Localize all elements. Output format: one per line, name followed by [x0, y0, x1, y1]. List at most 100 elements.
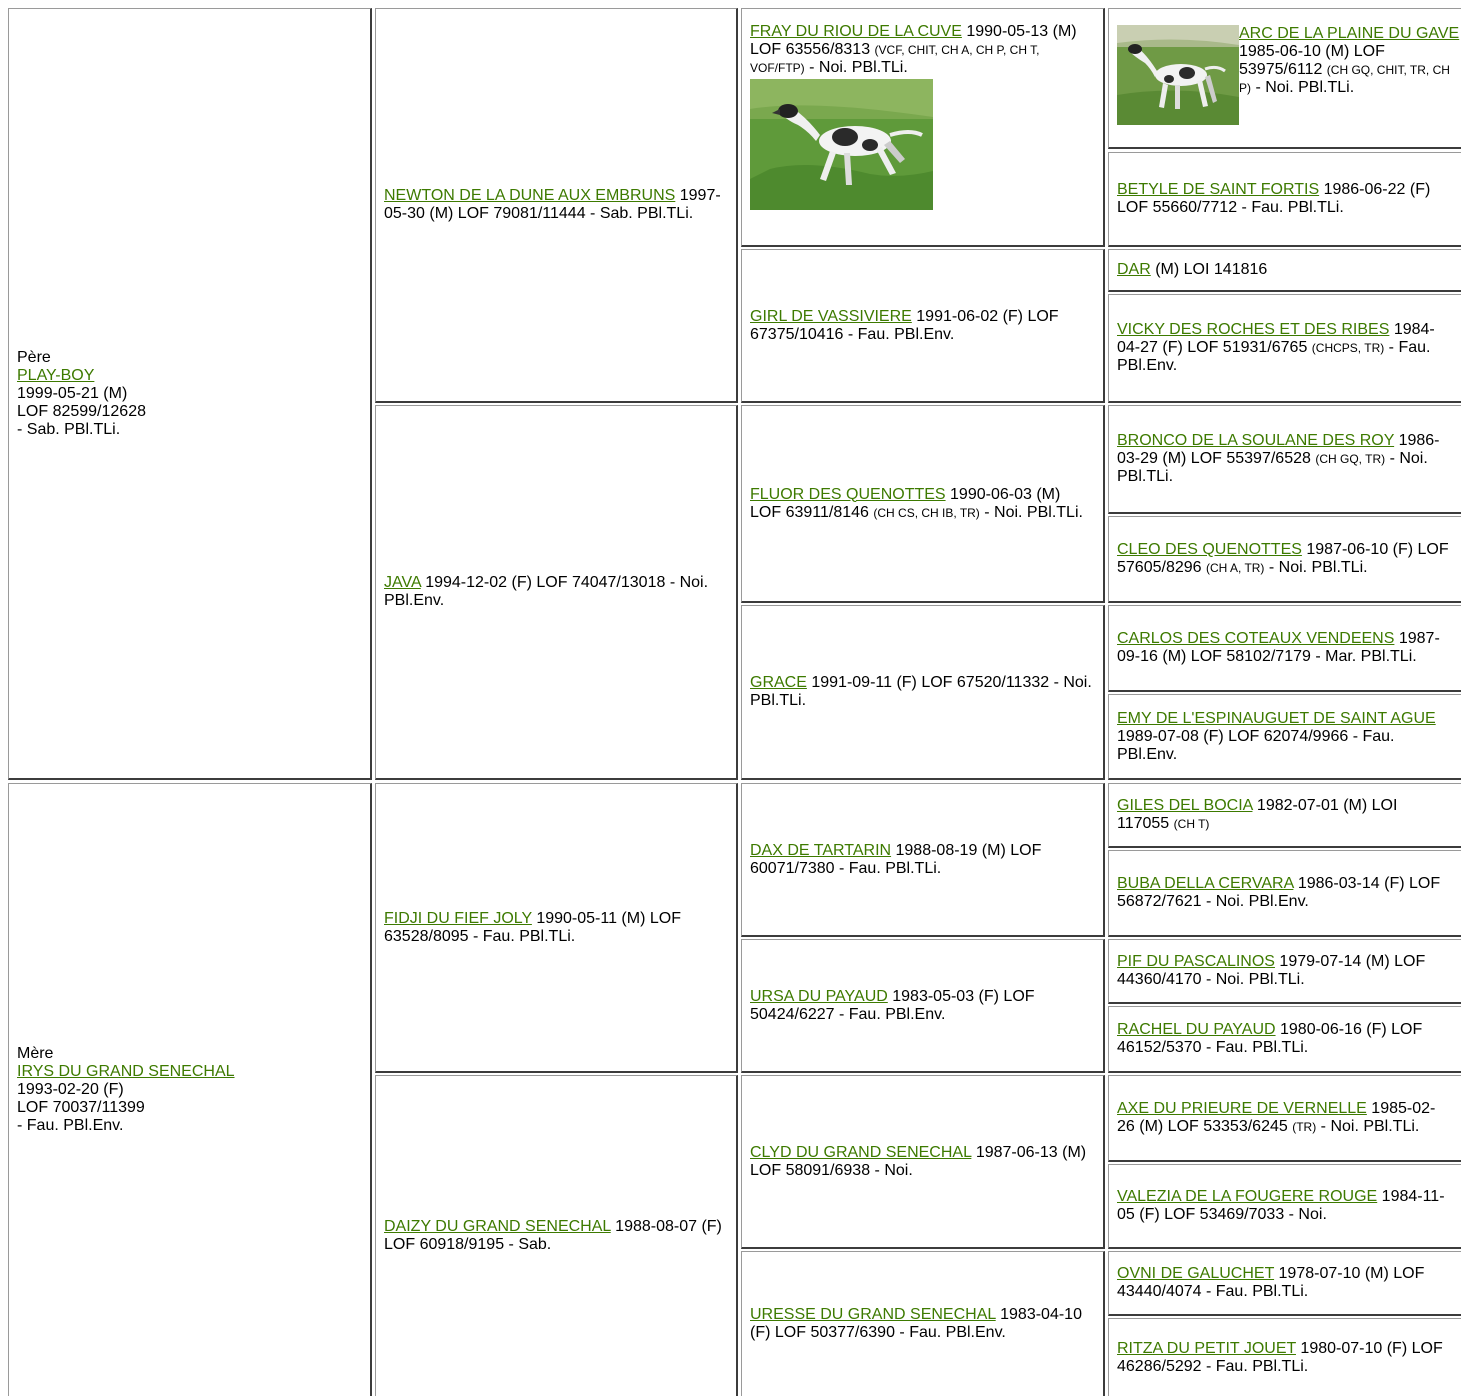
gen4-tail: - Noi. PBl.TLi.: [1264, 559, 1368, 576]
gen4-info: 1986-06-22 (F) LOF 55660/7712 - Fau. PBl…: [1117, 181, 1431, 216]
gen3-cell: CLYD DU GRAND SENECHAL 1987-06-13 (M) LO…: [741, 1075, 1105, 1249]
father-role: Père: [17, 348, 51, 366]
gen4-info: 1989-07-08 (F) LOF 62074/9966 - Fau. PBl…: [1117, 727, 1395, 763]
gen3-cell: FRAY DU RIOU DE LA CUVE 1990-05-13 (M) L…: [741, 8, 1105, 247]
gen2-link[interactable]: JAVA: [384, 574, 421, 591]
gen2-info: 1997-05-30 (M) LOF 79081/11444 - Sab. PB…: [384, 187, 721, 222]
dog-photo: [1117, 25, 1239, 125]
gen3-link[interactable]: FRAY DU RIOU DE LA CUVE: [750, 23, 962, 40]
gen4-link[interactable]: CARLOS DES COTEAUX VENDEENS: [1117, 630, 1395, 647]
gen3-tail: - Noi. PBl.TLi.: [804, 59, 908, 76]
gen4-cell: OVNI DE GALUCHET 1978-07-10 (M) LOF 4344…: [1108, 1251, 1461, 1316]
mother-color: - Fau. PBl.Env.: [17, 1117, 124, 1134]
gen3-cell: URSA DU PAYAUD 1983-05-03 (F) LOF 50424/…: [741, 939, 1105, 1073]
mother-lof: LOF 70037/11399: [17, 1099, 145, 1116]
gen4-info: 1986-03-14 (F) LOF 56872/7621 - Noi. PBl…: [1117, 875, 1441, 910]
gen4-info: 1982-07-01 (M) LOI 117055: [1117, 797, 1398, 832]
gen2-info: 1988-08-07 (F) LOF 60918/9195 - Sab.: [384, 1218, 722, 1253]
gen3-link[interactable]: URSA DU PAYAUD: [750, 987, 888, 1005]
gen4-link[interactable]: PIF DU PASCALINOS: [1117, 953, 1275, 970]
gen4-link[interactable]: VALEZIA DE LA FOUGERE ROUGE: [1117, 1188, 1378, 1205]
gen4-tail: - Noi. PBl.TLi.: [1251, 79, 1355, 96]
gen4-link[interactable]: BRONCO DE LA SOULANE DES ROY: [1117, 432, 1395, 449]
gen2-cell: JAVA 1994-12-02 (F) LOF 74047/13018 - No…: [375, 405, 738, 780]
mother-role: Mère: [17, 1045, 54, 1062]
gen3-link[interactable]: CLYD DU GRAND SENECHAL: [750, 1143, 972, 1161]
gen4-info: 1978-07-10 (M) LOF 43440/4074 - Fau. PBl…: [1117, 1265, 1425, 1300]
gen3-cell: URESSE DU GRAND SENECHAL 1983-04-10 (F) …: [741, 1251, 1105, 1396]
gen4-info: 1980-07-10 (F) LOF 46286/5292 - Fau. PBl…: [1117, 1339, 1443, 1375]
father-link[interactable]: PLAY-BOY: [17, 366, 95, 384]
father-color: - Sab. PBl.TLi.: [17, 420, 121, 438]
gen3-link[interactable]: GIRL DE VASSIVIERE: [750, 307, 912, 325]
gen2-info: 1994-12-02 (F) LOF 74047/13018 - Noi. PB…: [384, 574, 709, 609]
gen3-cell: GRACE 1991-09-11 (F) LOF 67520/11332 - N…: [741, 605, 1105, 780]
gen4-info: 1987-06-10 (F) LOF 57605/8296: [1117, 541, 1449, 576]
gen4-titles: (CH GQ, CHIT, TR, CH P): [1239, 63, 1450, 95]
mother-link[interactable]: IRYS DU GRAND SENECHAL: [17, 1063, 235, 1080]
gen3-link[interactable]: URESSE DU GRAND SENECHAL: [750, 1306, 996, 1323]
gen4-cell: AXE DU PRIEURE DE VERNELLE 1985-02-26 (M…: [1108, 1075, 1461, 1162]
gen4-cell: RACHEL DU PAYAUD 1980-06-16 (F) LOF 4615…: [1108, 1006, 1461, 1073]
gen4-info: 1980-06-16 (F) LOF 46152/5370 - Fau. PBl…: [1117, 1021, 1423, 1056]
gen2-cell: FIDJI DU FIEF JOLY 1990-05-11 (M) LOF 63…: [375, 783, 738, 1073]
gen3-titles: (CH CS, CH IB, TR): [873, 505, 980, 520]
gen4-cell: GILES DEL BOCIA 1982-07-01 (M) LOI 11705…: [1108, 783, 1461, 848]
gen4-link[interactable]: RITZA DU PETIT JOUET: [1117, 1339, 1296, 1357]
gen3-info: 1988-08-19 (M) LOF 60071/7380 - Fau. PBl…: [750, 841, 1042, 877]
gen4-link[interactable]: BUBA DELLA CERVARA: [1117, 875, 1294, 892]
father-born: 1999-05-21 (M): [17, 384, 128, 402]
gen3-cell: FLUOR DES QUENOTTES 1990-06-03 (M) LOF 6…: [741, 405, 1105, 603]
gen2-link[interactable]: NEWTON DE LA DUNE AUX EMBRUNS: [384, 187, 676, 204]
gen4-info: (M) LOI 141816: [1150, 261, 1268, 278]
gen3-info: 1987-06-13 (M) LOF 58091/6938 - Noi.: [750, 1143, 1087, 1179]
gen4-link[interactable]: DAR: [1117, 261, 1151, 278]
gen4-tail: - Noi. PBl.TLi.: [1316, 1118, 1420, 1135]
gen4-link[interactable]: CLEO DES QUENOTTES: [1117, 541, 1302, 558]
dog-photo: [750, 79, 933, 210]
gen2-info: 1990-05-11 (M) LOF 63528/8095 - Fau. PBl…: [384, 909, 681, 945]
gen3-info: 1983-05-03 (F) LOF 50424/6227 - Fau. PBl…: [750, 987, 1035, 1023]
gen4-link[interactable]: AXE DU PRIEURE DE VERNELLE: [1117, 1100, 1367, 1117]
gen3-info: 1991-06-02 (F) LOF 67375/10416 - Fau. PB…: [750, 307, 1059, 343]
gen4-cell: EMY DE L'ESPINAUGUET DE SAINT AGUE 1989-…: [1108, 694, 1461, 780]
gen3-info: 1990-05-13 (M) LOF 63556/8313: [750, 23, 1077, 58]
gen4-link[interactable]: RACHEL DU PAYAUD: [1117, 1021, 1276, 1038]
mother-cell: Mère IRYS DU GRAND SENECHAL 1993-02-20 (…: [8, 783, 372, 1396]
gen4-info: 1985-02-26 (M) LOF 53353/6245: [1117, 1100, 1436, 1135]
gen4-tail: - Noi. PBl.TLi.: [1117, 450, 1428, 485]
gen4-cell: BUBA DELLA CERVARA 1986-03-14 (F) LOF 56…: [1108, 850, 1461, 937]
gen4-link[interactable]: ARC DE LA PLAINE DU GAVE: [1239, 25, 1460, 42]
gen4-info: 1984-04-27 (F) LOF 51931/6765: [1117, 321, 1435, 356]
gen4-titles: (CH A, TR): [1205, 561, 1265, 575]
gen4-cell: VICKY DES ROCHES ET DES RIBES 1984-04-27…: [1108, 294, 1461, 403]
gen3-link[interactable]: GRACE: [750, 674, 807, 691]
gen4-cell: DAR (M) LOI 141816: [1108, 249, 1461, 292]
gen4-tail: - Fau. PBl.Env.: [1117, 339, 1431, 374]
gen2-link[interactable]: FIDJI DU FIEF JOLY: [384, 909, 532, 927]
gen4-link[interactable]: OVNI DE GALUCHET: [1117, 1265, 1275, 1282]
gen2-link[interactable]: DAIZY DU GRAND SENECHAL: [384, 1218, 611, 1235]
gen4-cell: ARC DE LA PLAINE DU GAVE 1985-06-10 (M) …: [1108, 8, 1461, 149]
gen4-cell: PIF DU PASCALINOS 1979-07-14 (M) LOF 443…: [1108, 939, 1461, 1004]
gen3-link[interactable]: FLUOR DES QUENOTTES: [750, 485, 946, 503]
gen4-cell: CLEO DES QUENOTTES 1987-06-10 (F) LOF 57…: [1108, 516, 1461, 603]
gen4-titles: (CH T): [1173, 817, 1210, 831]
gen4-info: 1986-03-29 (M) LOF 55397/6528: [1117, 432, 1440, 467]
gen4-cell: BETYLE DE SAINT FORTIS 1986-06-22 (F) LO…: [1108, 152, 1461, 247]
gen4-link[interactable]: VICKY DES ROCHES ET DES RIBES: [1117, 321, 1390, 338]
gen4-link[interactable]: EMY DE L'ESPINAUGUET DE SAINT AGUE: [1117, 709, 1436, 727]
gen4-link[interactable]: BETYLE DE SAINT FORTIS: [1117, 181, 1320, 198]
gen3-link[interactable]: DAX DE TARTARIN: [750, 841, 892, 859]
gen4-info: 1984-11-05 (F) LOF 53469/7033 - Noi.: [1117, 1188, 1445, 1223]
gen4-titles: (CH GQ, TR): [1315, 452, 1386, 466]
gen2-cell: DAIZY DU GRAND SENECHAL 1988-08-07 (F) L…: [375, 1075, 738, 1396]
gen3-cell: DAX DE TARTARIN 1988-08-19 (M) LOF 60071…: [741, 783, 1105, 937]
gen4-info: 1987-09-16 (M) LOF 58102/7179 - Mar. PBl…: [1117, 630, 1440, 665]
gen2-cell: NEWTON DE LA DUNE AUX EMBRUNS 1997-05-30…: [375, 8, 738, 403]
gen3-info: 1991-09-11 (F) LOF 67520/11332 - Noi. PB…: [750, 674, 1092, 709]
gen4-info: 1979-07-14 (M) LOF 44360/4170 - Noi. PBl…: [1117, 953, 1426, 988]
gen3-info: 1990-06-03 (M) LOF 63911/8146: [750, 485, 1061, 521]
gen4-link[interactable]: GILES DEL BOCIA: [1117, 797, 1253, 814]
gen4-info: 1985-06-10 (M) LOF 53975/6112: [1239, 43, 1385, 78]
